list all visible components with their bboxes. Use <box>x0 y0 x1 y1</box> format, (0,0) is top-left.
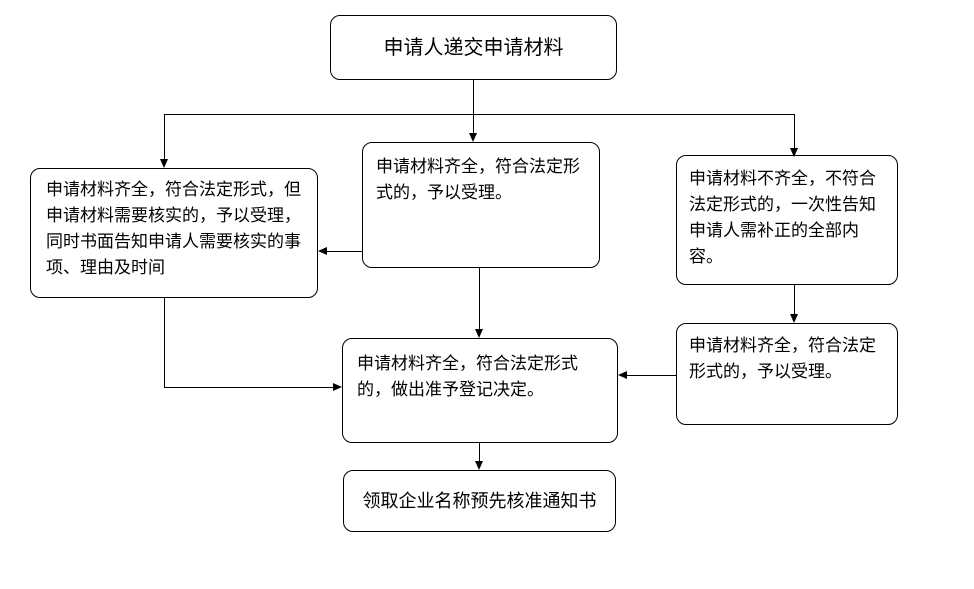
arrowhead-into-verify-icon <box>160 159 168 168</box>
connector-decision-to-finish <box>479 443 480 462</box>
node-accept-with-verification-label: 申请材料齐全，符合法定形式，但申请材料需要核实的，予以受理，同时书面告知申请人需… <box>46 180 301 277</box>
node-notify-corrections-label: 申请材料不齐全，不符合法定形式的，一次性告知申请人需补正的全部内容。 <box>689 169 876 266</box>
node-accept-after-correction: 申请材料齐全，符合法定形式的，予以受理。 <box>676 323 898 425</box>
arrowhead-into-decision-left-icon <box>333 383 342 391</box>
arrowhead-into-decision-right-icon <box>618 371 627 379</box>
connector-accept2-to-decision <box>626 375 676 376</box>
node-receive-notice-label: 领取企业名称预先核准通知书 <box>362 491 597 511</box>
connector-branch-bar <box>164 114 795 115</box>
node-approve-registration: 申请材料齐全，符合法定形式的，做出准予登记决定。 <box>342 338 618 443</box>
node-accept-with-verification: 申请材料齐全，符合法定形式，但申请材料需要核实的，予以受理，同时书面告知申请人需… <box>30 168 318 298</box>
node-accept-after-correction-label: 申请材料齐全，符合法定形式的，予以受理。 <box>689 336 876 381</box>
arrowhead-into-decision-top-icon <box>475 329 483 338</box>
node-submit-materials-label: 申请人递交申请材料 <box>383 36 564 59</box>
arrowhead-into-accept-icon <box>469 133 477 142</box>
node-accept-complete-label: 申请材料齐全，符合法定形式的，予以受理。 <box>376 157 580 202</box>
arrowhead-into-incomplete-icon <box>790 148 798 157</box>
arrowhead-into-verify-right-icon <box>318 247 327 255</box>
node-approve-registration-label: 申请材料齐全，符合法定形式的，做出准予登记决定。 <box>357 354 578 399</box>
connector-start-stem <box>473 80 474 114</box>
node-accept-complete: 申请材料齐全，符合法定形式的，予以受理。 <box>362 142 600 268</box>
connector-start-to-accept <box>473 114 474 134</box>
connector-start-to-incomplete <box>794 114 795 149</box>
connector-verify-to-decision <box>164 387 334 388</box>
connector-verify-down <box>164 298 165 387</box>
connector-accept-to-verify <box>326 251 362 252</box>
node-receive-notice: 领取企业名称预先核准通知书 <box>343 470 616 532</box>
connector-start-to-verify <box>164 114 165 160</box>
arrowhead-into-accept2-icon <box>790 314 798 323</box>
arrowhead-into-finish-icon <box>475 461 483 470</box>
node-submit-materials: 申请人递交申请材料 <box>330 15 617 80</box>
node-notify-corrections: 申请材料不齐全，不符合法定形式的，一次性告知申请人需补正的全部内容。 <box>676 155 898 285</box>
connector-incomplete-to-accept2 <box>794 285 795 315</box>
connector-accept-to-decision <box>479 268 480 330</box>
